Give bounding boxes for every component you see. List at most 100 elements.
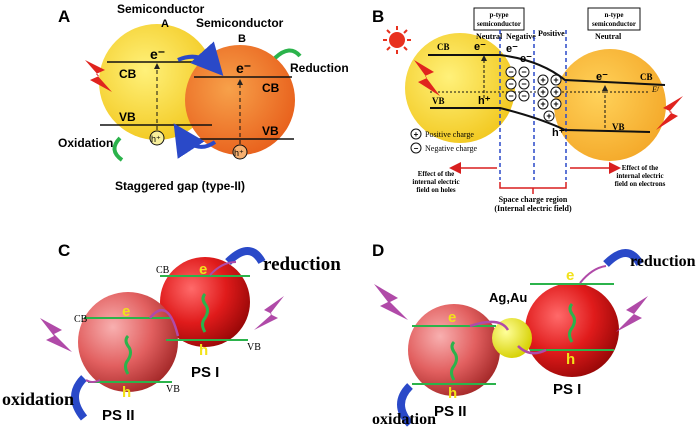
negative-charges: − − − − − − xyxy=(505,66,530,102)
caption-staggered-gap: Staggered gap (type-II) xyxy=(115,179,245,193)
neutral-right-label: Neutral xyxy=(595,32,622,41)
hole-b-circle xyxy=(232,144,248,160)
hole-a-circle xyxy=(149,130,165,146)
reduction-link xyxy=(209,261,237,276)
electron-junction-2: e⁻ xyxy=(520,53,532,65)
legend-positive-icon xyxy=(410,128,422,140)
panel-d-letter: D xyxy=(372,241,384,260)
semiconductor-a-label: Semiconductor xyxy=(117,2,205,16)
vb-bottom-label: VB xyxy=(166,384,180,395)
svg-text:+: + xyxy=(540,99,545,109)
ps2-electron: e xyxy=(448,309,456,326)
n-type-box xyxy=(587,7,641,31)
positive-label: Positive xyxy=(538,29,565,38)
electron-right: e⁻ xyxy=(596,71,608,83)
svg-text:+: + xyxy=(546,111,551,121)
ps1-label: PS I xyxy=(553,381,581,398)
reduction-arrow-icon xyxy=(603,249,644,267)
p-type-box xyxy=(473,7,525,31)
metal-label: Ag,Au xyxy=(489,290,527,305)
electron-transfer-arrow xyxy=(177,41,224,76)
electron-b: e⁻ xyxy=(236,60,251,76)
cb-top-label: CB xyxy=(156,265,170,276)
panel-a: A Semiconductor A Semiconductor B CB VB … xyxy=(58,2,349,193)
oxidation-arrow-icon xyxy=(71,375,88,421)
light-bolt-a-icon xyxy=(85,60,112,92)
ps1-hole: h xyxy=(566,351,575,368)
svg-text:+: + xyxy=(540,87,545,97)
panel-d: D Ag,Au e h e h reduction oxidation PS I… xyxy=(372,241,696,428)
hole-transfer-arrow xyxy=(173,123,217,159)
svg-text:+: + xyxy=(540,75,545,85)
ps1-excitation-arrow xyxy=(201,292,209,333)
semiconductor-a-sphere xyxy=(99,24,215,140)
light-bolt-d-right-icon xyxy=(616,296,648,332)
ps2-hole: h xyxy=(448,385,457,402)
space-charge-label: Space charge region(Internal electric fi… xyxy=(494,195,572,213)
legend-positive-label: Positive charge xyxy=(425,130,474,139)
electron-junction-1: e⁻ xyxy=(506,43,518,55)
space-charge-bracket xyxy=(499,182,567,189)
ps1-label: PS I xyxy=(191,364,219,381)
semiconductor-b-label: Semiconductor xyxy=(196,16,284,30)
cb-band xyxy=(428,54,666,86)
svg-text:−: − xyxy=(521,79,526,89)
panel-b-letter: B xyxy=(372,7,384,26)
oxidation-label: Oxidation xyxy=(58,136,113,150)
ps2-label: PS II xyxy=(434,403,467,420)
light-bolt-d-left-icon xyxy=(374,284,408,320)
svg-text:−: − xyxy=(508,91,513,101)
reduction-link xyxy=(579,265,607,284)
n-type-sphere xyxy=(554,49,666,161)
ps2-excitation-arrow xyxy=(124,334,132,375)
fermi-label: Eᶠ xyxy=(651,85,660,94)
ps2-electron: e xyxy=(122,303,130,320)
oxidation-label: oxidation xyxy=(372,411,436,428)
hole-a: h⁺ xyxy=(151,134,161,144)
reduction-label: reduction xyxy=(263,254,341,275)
electron-to-metal-arrow xyxy=(469,320,510,331)
ps2-excitation-arrow xyxy=(450,340,458,381)
electron-left: e⁻ xyxy=(474,41,486,53)
p-type-sphere xyxy=(405,33,515,143)
vb-right-label: VB xyxy=(247,342,261,353)
oxidation-label: oxidation xyxy=(2,389,74,409)
sun-rays xyxy=(383,26,411,54)
ps1-hole: h xyxy=(199,342,208,359)
z-scheme-transfer-arrow xyxy=(149,308,180,337)
reduction-label: reduction xyxy=(630,253,696,270)
ps2-hole: h xyxy=(122,384,131,401)
hole-left: h⁺ xyxy=(478,95,491,107)
panel-c-letter: C xyxy=(58,241,70,260)
vb-right-label: VB xyxy=(612,122,625,132)
legend-negative-sign: − xyxy=(414,144,419,153)
svg-text:+: + xyxy=(553,87,558,97)
cb-a-label: CB xyxy=(119,67,137,81)
ps1-electron: e xyxy=(199,261,207,278)
b-label: B xyxy=(238,33,246,45)
positive-charges: + + + + + + + xyxy=(537,74,562,122)
sun-icon xyxy=(389,32,405,48)
light-bolt-c-left-icon xyxy=(40,318,72,352)
oxidation-green-arrow xyxy=(112,136,124,162)
electron-a: e⁻ xyxy=(150,46,165,62)
light-bolt-c-right-icon xyxy=(254,296,284,330)
ps1-excitation-arrow xyxy=(568,302,576,343)
svg-text:+: + xyxy=(553,99,558,109)
oxidation-link xyxy=(85,379,101,383)
panel-c: C CB CB VB VB e h e h reduction oxidatio… xyxy=(2,241,341,424)
svg-text:−: − xyxy=(508,79,513,89)
svg-text:−: − xyxy=(521,67,526,77)
legend-negative-icon xyxy=(410,142,422,154)
svg-text:−: − xyxy=(521,91,526,101)
cb-b-label: CB xyxy=(262,81,280,95)
cb-right-label: CB xyxy=(640,72,653,82)
legend-negative-label: Negative charge xyxy=(425,144,477,153)
metal-to-hole-arrow xyxy=(517,345,547,355)
